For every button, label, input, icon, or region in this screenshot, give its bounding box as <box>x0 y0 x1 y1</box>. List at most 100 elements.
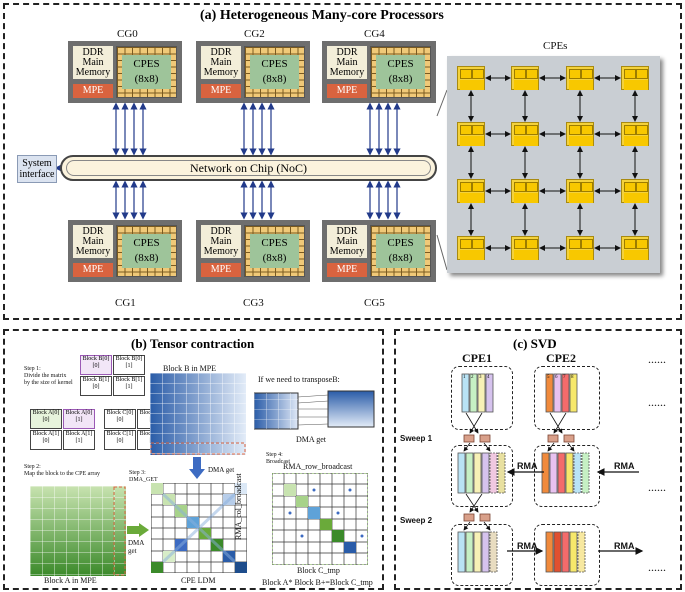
column-number: 1 <box>463 375 466 380</box>
cpe-core <box>511 66 539 90</box>
network-on-chip: Network on Chip (NoC) <box>60 155 437 181</box>
cg-name: CG4 <box>364 28 385 40</box>
cpes-label: CPES(8x8) <box>122 55 171 89</box>
cpe-core <box>457 122 485 146</box>
panel-b <box>3 329 384 590</box>
dma-get-right-arrow <box>127 523 149 537</box>
block-b-cell: Block B[1][0] <box>80 376 112 396</box>
cpe-core <box>566 179 594 203</box>
block-a-cell: Block A[1][0] <box>30 430 62 450</box>
dma-get-down-label: DMA get <box>208 466 235 474</box>
block-a-cell: Block A[0][1] <box>63 409 95 429</box>
rma-row-label: RMA_row_broadcast <box>283 462 353 471</box>
block-a-cell: Block A[1][1] <box>63 430 95 450</box>
panel-a-title: (a) Heterogeneous Many-core Processors <box>200 8 444 23</box>
column-number: 5 <box>547 375 550 380</box>
transpose-dma-get: DMA get <box>296 435 326 444</box>
panel-c <box>394 329 682 590</box>
cg-name: CG1 <box>115 297 136 309</box>
cpe-ldm-label: CPE LDM <box>181 576 216 585</box>
cpe-core <box>621 66 649 90</box>
panel-b-title: (b) Tensor contraction <box>131 336 255 351</box>
block-a-cell: Block A[0][0] <box>30 409 62 429</box>
cpe-core <box>457 179 485 203</box>
cpe-core <box>457 66 485 90</box>
ellipsis: ...... <box>648 395 666 409</box>
sweep1-label: Sweep 1 <box>400 434 433 443</box>
cpe1-stage-box <box>451 366 513 430</box>
cpe-core <box>566 122 594 146</box>
mpe-block: MPE <box>73 84 113 98</box>
block-c-tmp-label: Block C_tmp <box>297 566 340 575</box>
block-a-split: Block A[0][0] Block A[0][1] Block A[1][0… <box>30 409 96 451</box>
block-b-cell: Block B[1][1] <box>113 376 145 396</box>
block-a-matrix <box>30 486 126 576</box>
cpe-core <box>511 179 539 203</box>
cpes-label: CPES(8x8) <box>250 55 299 89</box>
cpe-ldm-grid <box>151 483 247 573</box>
block-b-matrix <box>150 373 246 455</box>
column-number: 7 <box>563 375 566 380</box>
cpe2-stage-box <box>534 524 600 586</box>
cpe-core <box>511 122 539 146</box>
mpe-block: MPE <box>201 263 241 277</box>
dma-get-down-arrow <box>189 457 205 479</box>
cpe-mesh-arrows <box>468 75 638 251</box>
noc-connection-arrows <box>54 89 448 271</box>
panel-c-title: (c) SVD <box>513 336 557 351</box>
block-c-cell: Block C[0][0] <box>104 409 136 429</box>
cpe-core <box>566 236 594 260</box>
block-c-cell: Block C[1][0] <box>104 430 136 450</box>
cpe-core <box>621 236 649 260</box>
panel-a <box>3 3 682 320</box>
cg-name: CG0 <box>117 28 138 40</box>
step2-text: Step 2:Map the block to the CPE array <box>24 464 100 477</box>
block-a-mpe-label: Block A in MPE <box>44 576 97 585</box>
ellipsis: ...... <box>648 352 666 366</box>
ellipsis: ...... <box>648 480 666 494</box>
sweep2-label: Sweep 2 <box>400 516 433 525</box>
cpe2-stage-box <box>534 445 600 507</box>
svd-diagram <box>457 373 644 573</box>
transpose-note: If we need to transposeB: <box>258 375 340 384</box>
cpes-label: CPES(8x8) <box>376 234 425 268</box>
column-number: 2 <box>471 375 474 380</box>
cpe-core <box>566 66 594 90</box>
rma-col-label: RMA_col_broadcast <box>234 473 243 540</box>
rma-label: RMA <box>517 541 538 551</box>
cpe-core <box>511 236 539 260</box>
cg-name: CG3 <box>243 297 264 309</box>
column-number: 8 <box>571 375 574 380</box>
step3-text: Step 3:DMA_GET <box>129 470 158 483</box>
ellipsis: ...... <box>648 560 666 574</box>
mpe-block: MPE <box>327 84 367 98</box>
column-number: 6 <box>555 375 558 380</box>
step4-text: Step 4:Broadcast <box>266 452 290 465</box>
column-number: 3 <box>479 375 482 380</box>
transpose-illustration <box>254 390 375 430</box>
rma-label: RMA <box>517 461 538 471</box>
cpes-panel <box>447 56 660 273</box>
mpe-block: MPE <box>201 84 241 98</box>
block-b-cell: Block B[0][0] <box>80 355 112 375</box>
cpes-label: CPES(8x8) <box>122 234 171 268</box>
cpes-label: CPES(8x8) <box>376 55 425 89</box>
block-b-cell: Block B[0][1] <box>113 355 145 375</box>
cpe2-stage-box <box>534 366 600 430</box>
block-b-split: Block B[0][0] Block B[0][1] Block B[1][0… <box>80 355 146 397</box>
rma-label: RMA <box>614 541 635 551</box>
